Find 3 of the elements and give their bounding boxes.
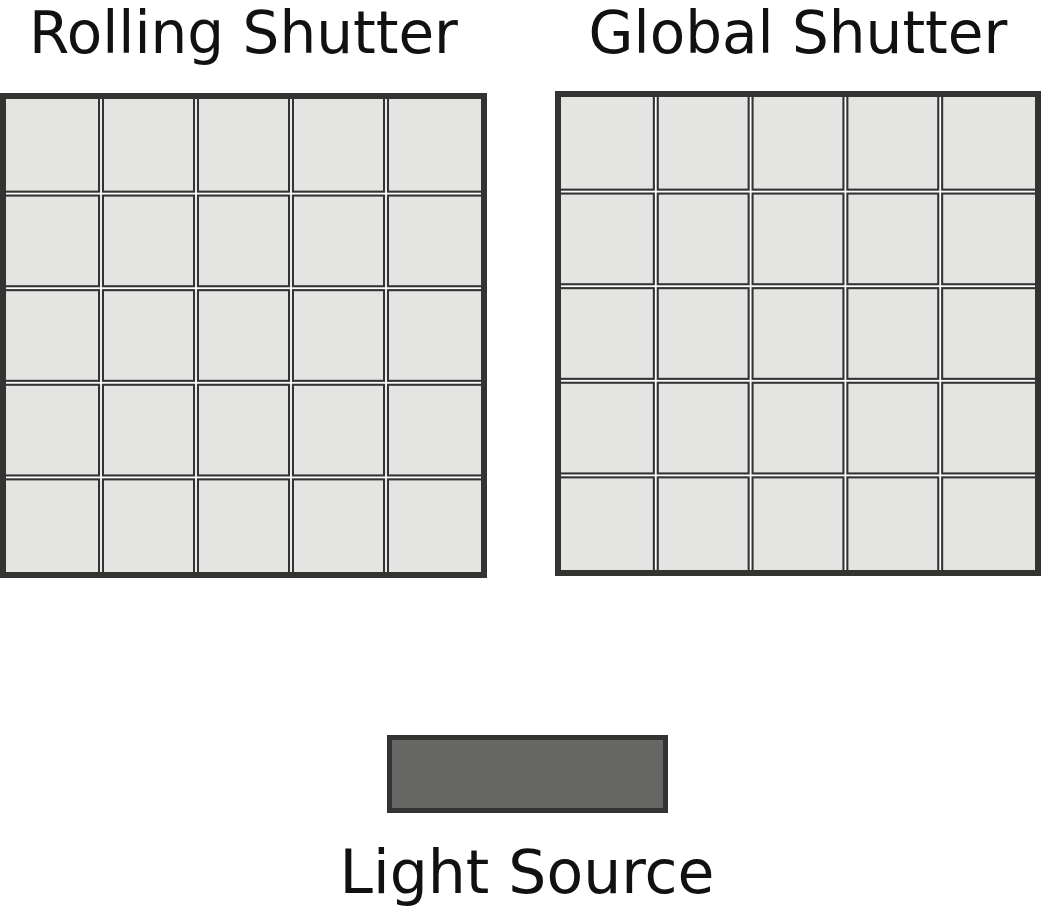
panel-heading: Global Shutter: [587, 0, 1009, 67]
light-source-label: Light Source: [338, 838, 716, 907]
panel-heading: Rolling Shutter: [28, 0, 459, 67]
